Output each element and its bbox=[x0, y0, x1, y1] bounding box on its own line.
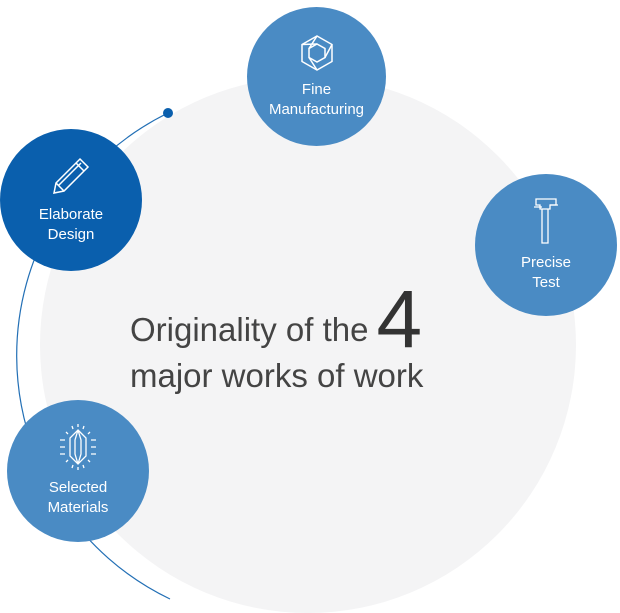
node-label: Fine bbox=[301, 80, 332, 98]
node-precise-test: Precise Test bbox=[475, 174, 617, 316]
node-label: Manufacturing bbox=[268, 100, 365, 118]
hexagon-knot-icon bbox=[300, 34, 333, 71]
node-label: Selected bbox=[48, 479, 108, 496]
node-elaborate-design: Elaborate Design bbox=[0, 129, 142, 271]
pencil-icon bbox=[53, 157, 90, 194]
arc-dot bbox=[163, 108, 173, 118]
caliper-icon bbox=[534, 198, 558, 244]
main-title: Originality of the4 major works of work bbox=[130, 279, 424, 399]
node-selected-materials: Selected Materials bbox=[7, 400, 149, 542]
node-label: Materials bbox=[47, 499, 109, 516]
title-line-2: major works of work bbox=[130, 357, 424, 394]
node-label: Test bbox=[532, 274, 560, 291]
crystal-icon bbox=[60, 424, 96, 470]
node-fine-manufacturing: Fine Manufacturing bbox=[247, 7, 386, 146]
title-line-1: Originality of the bbox=[130, 311, 369, 348]
node-label: Elaborate bbox=[38, 206, 104, 223]
node-label: Precise bbox=[520, 254, 572, 271]
node-label: Design bbox=[47, 226, 95, 243]
title-number: 4 bbox=[376, 274, 423, 365]
